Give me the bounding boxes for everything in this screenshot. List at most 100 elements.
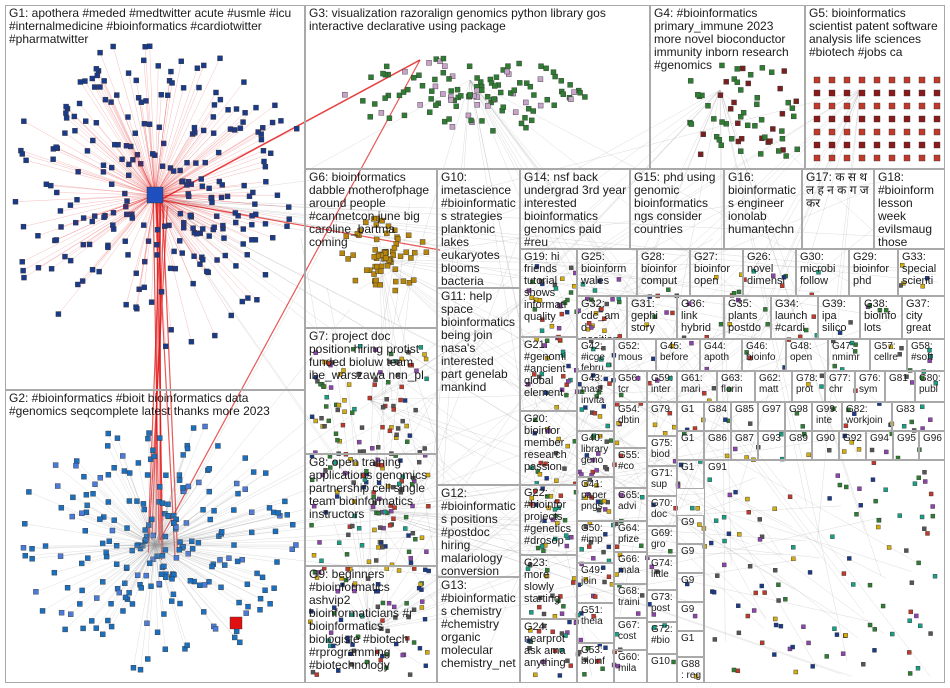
group-cell-G48[interactable]: G48: open xyxy=(786,339,828,371)
group-cell-G66[interactable]: G66: mala xyxy=(614,552,647,584)
group-cell-G81[interactable]: G81 xyxy=(885,371,915,402)
group-cell-G22[interactable]: G22: #bioinfor projects #genetics #droso… xyxy=(520,485,577,555)
group-cell-G96[interactable]: G96 xyxy=(919,431,945,460)
group-cell-G25[interactable]: G25: bioinform wales xyxy=(577,249,637,296)
group-cell-G1c[interactable]: G1 xyxy=(677,460,704,489)
group-cell-G9b[interactable]: G9 xyxy=(677,544,704,573)
group-cell-G80[interactable]: G80: publ xyxy=(915,371,945,402)
group-cell-G57[interactable]: G57: cellre xyxy=(870,339,907,371)
group-cell-G32[interactable]: G32: cdc_amd position xyxy=(577,296,627,339)
group-cell-G1b[interactable]: G1 xyxy=(677,431,704,460)
group-cell-G36[interactable]: G36: link hybrid xyxy=(677,296,724,339)
group-cell-G23[interactable]: G23: more slowly starting xyxy=(520,555,577,619)
group-cell-G9[interactable]: G9: beginners #bioinformatics ashvip2 bi… xyxy=(305,566,437,683)
group-cell-G77[interactable]: G77: chr xyxy=(825,371,855,402)
group-cell-G13[interactable]: G13: #bioinformatics chemistry #chemistr… xyxy=(437,577,520,683)
group-cell-G83[interactable]: G83 xyxy=(892,402,945,431)
group-cell-G92[interactable]: G92 xyxy=(839,431,866,460)
group-cell-G4[interactable]: G4: #bioinformatics primary_immune 2023 … xyxy=(650,5,805,169)
group-cell-G27[interactable]: G27: bioinfor open xyxy=(690,249,743,296)
group-cell-G70[interactable]: G70: doc xyxy=(647,496,677,526)
group-cell-G50[interactable]: G50: #imp xyxy=(577,521,614,563)
group-cell-G2[interactable]: G2: #bioinformatics #bioit bioinformatic… xyxy=(5,390,305,683)
group-cell-G65[interactable]: G65: advi xyxy=(614,488,647,521)
group-cell-G85[interactable]: G85 xyxy=(731,402,758,431)
group-cell-G86[interactable]: G86 xyxy=(704,431,731,460)
group-cell-G75[interactable]: G75: biod xyxy=(647,436,677,466)
group-cell-G28[interactable]: G28: bioinfor comput xyxy=(637,249,690,296)
group-cell-G16[interactable]: G16: bioinformatics engineer ionolab hum… xyxy=(724,169,802,249)
group-cell-G63[interactable]: G63: florin xyxy=(717,371,755,402)
group-cell-G12[interactable]: G12: #bioinformatics positions #postdoc … xyxy=(437,485,520,577)
group-cell-G10b[interactable]: G10 xyxy=(647,654,677,683)
group-cell-G61[interactable]: G61: mari xyxy=(677,371,717,402)
group-cell-G74[interactable]: G74: little xyxy=(647,556,677,590)
group-cell-G19[interactable]: G19: hi friends tutorial shows informati… xyxy=(520,249,577,337)
group-cell-G6[interactable]: G6: bioinformatics dabble motherofphage … xyxy=(305,169,437,328)
group-cell-G93[interactable]: G93 xyxy=(758,431,785,460)
group-cell-G1d[interactable]: G1 xyxy=(677,631,704,657)
group-cell-G58[interactable]: G58: #soft xyxy=(907,339,945,371)
group-cell-G73[interactable]: G73: post xyxy=(647,590,677,622)
group-cell-G55[interactable]: G55: #co xyxy=(614,448,647,488)
group-cell-G41[interactable]: G41: paper pngs xyxy=(577,477,614,521)
group-cell-G72[interactable]: G72: #bio xyxy=(647,622,677,654)
group-cell-G33[interactable]: G33: special scienti xyxy=(898,249,945,296)
group-cell-G37[interactable]: G37: city great xyxy=(902,296,945,339)
group-cell-G67[interactable]: G67: cost xyxy=(614,618,647,650)
group-cell-G47[interactable]: G47: nmimr xyxy=(828,339,870,371)
group-cell-G54[interactable]: G54: dbtin xyxy=(614,402,647,448)
group-cell-G97[interactable]: G97 xyxy=(758,402,785,431)
group-cell-G3[interactable]: G3: visualization razoralign genomics py… xyxy=(305,5,650,169)
group-cell-G94[interactable]: G94 xyxy=(866,431,893,460)
group-cell-G64[interactable]: G64: pfize xyxy=(614,521,647,552)
group-cell-G69[interactable]: G69: gro xyxy=(647,526,677,556)
group-cell-G68[interactable]: G68: traini xyxy=(614,584,647,618)
group-cell-G59[interactable]: G59: inter xyxy=(647,371,677,402)
group-cell-G53[interactable]: G53: bioinf xyxy=(577,643,614,683)
group-cell-G51[interactable]: G51: theia xyxy=(577,603,614,643)
group-cell-G84[interactable]: G84 xyxy=(704,402,731,431)
group-cell-G1a[interactable]: G1 xyxy=(677,402,704,431)
group-cell-G11[interactable]: G11: help space bioinformatics being joi… xyxy=(437,288,520,485)
group-cell-G20[interactable]: G20: bioinfor member research passion xyxy=(520,411,577,485)
group-cell-G89[interactable]: G89 xyxy=(785,431,812,460)
group-cell-G88[interactable]: G88: reg xyxy=(677,657,704,683)
group-cell-G78[interactable]: G78: prot xyxy=(792,371,825,402)
group-cell-G82[interactable]: G82: workjoin xyxy=(842,402,892,431)
group-cell-G9c[interactable]: G9 xyxy=(677,573,704,602)
group-cell-G98[interactable]: G98 xyxy=(785,402,812,431)
group-cell-G42[interactable]: G42: #icge febru xyxy=(577,339,614,371)
group-cell-G30[interactable]: G30: microbi follow xyxy=(796,249,849,296)
group-cell-G39[interactable]: G39: ipa silico xyxy=(818,296,860,339)
group-cell-G29[interactable]: G29: bioinfor phd xyxy=(849,249,898,296)
group-cell-G18[interactable]: G18: #bioinform lesson week evilsmaug th… xyxy=(874,169,945,249)
group-cell-G62[interactable]: G62: matt xyxy=(755,371,792,402)
group-cell-G35[interactable]: G35: plants postdo xyxy=(724,296,771,339)
group-cell-G71[interactable]: G71: sup xyxy=(647,466,677,496)
group-cell-G52[interactable]: G52: mous xyxy=(614,339,656,371)
group-cell-G5[interactable]: G5: bioinformatics scientist patent soft… xyxy=(805,5,945,169)
group-cell-G9d[interactable]: G9 xyxy=(677,602,704,631)
group-cell-G17[interactable]: G17: क स थ ल ह न क ग ज कर xyxy=(802,169,874,249)
group-cell-G87[interactable]: G87 xyxy=(731,431,758,460)
group-cell-G26[interactable]: G26: novel dimensi xyxy=(743,249,796,296)
group-cell-G76[interactable]: G76: sym xyxy=(855,371,885,402)
group-cell-G90[interactable]: G90 xyxy=(812,431,839,460)
group-cell-G7[interactable]: G7: project doc position hiring protist … xyxy=(305,328,437,454)
group-cell-G56[interactable]: G56: tcr xyxy=(614,371,647,402)
group-cell-G10[interactable]: G10: imetascience #bioinformatics strate… xyxy=(437,169,520,288)
group-cell-G40[interactable]: G40: library geno xyxy=(577,431,614,477)
group-cell-G91[interactable]: G91 xyxy=(704,460,945,683)
group-cell-G15[interactable]: G15: phd using genomic bioinformatics ng… xyxy=(630,169,724,249)
group-cell-G21[interactable]: G21: #genomi #ancient global element xyxy=(520,337,577,411)
group-cell-G1[interactable]: G1: apothera #meded #medtwitter acute #u… xyxy=(5,5,305,390)
group-cell-G24[interactable]: G24: nearprot ask ama anything xyxy=(520,619,577,683)
group-cell-G9a[interactable]: G9 xyxy=(677,515,704,544)
group-cell-G60[interactable]: G60: mila xyxy=(614,650,647,683)
group-cell-G43[interactable]: G43: mast invita xyxy=(577,371,614,431)
group-cell-G34[interactable]: G34: launch #cardi xyxy=(771,296,818,339)
group-cell-G49[interactable]: G49: join xyxy=(577,563,614,603)
group-cell-G95[interactable]: G95 xyxy=(893,431,919,460)
group-cell-G46[interactable]: G46: bioinfo xyxy=(742,339,786,371)
